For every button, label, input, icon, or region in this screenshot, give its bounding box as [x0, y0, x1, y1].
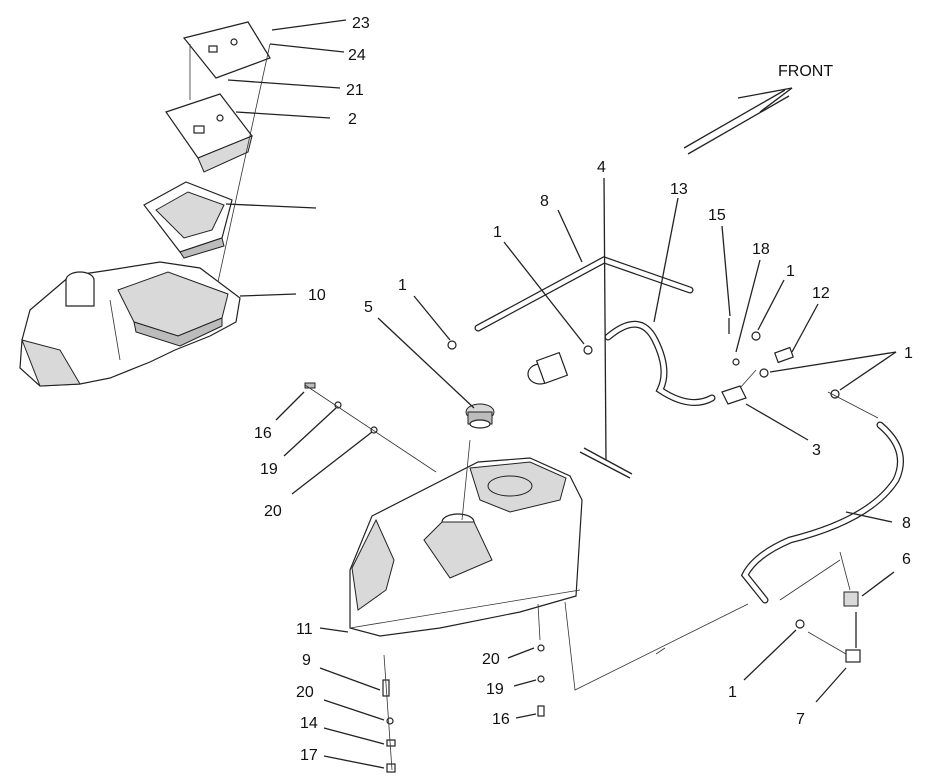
callout-24: 24	[348, 47, 366, 64]
callout-1-a: 1	[493, 224, 502, 241]
callout-2: 2	[348, 111, 357, 128]
panel-bracket	[165, 93, 253, 173]
callout-9: 9	[302, 652, 311, 669]
callout-10: 10	[308, 287, 326, 304]
clamp	[721, 385, 747, 405]
gauge-fitting	[843, 591, 861, 663]
hardware-center	[537, 644, 545, 717]
callout-5: 5	[364, 299, 373, 316]
callout-1-e: 1	[728, 684, 737, 701]
callout-20-left: 20	[264, 503, 282, 520]
tray	[143, 43, 271, 301]
callout-1-d: 1	[904, 345, 913, 362]
tee-fitting	[774, 346, 794, 364]
callout-12: 12	[812, 285, 830, 302]
front-arrow	[683, 87, 793, 155]
fuel-hose-8-lower	[740, 421, 904, 604]
callout-20-bottom: 20	[296, 684, 314, 701]
callout-21: 21	[346, 82, 364, 99]
callout-6: 6	[902, 551, 911, 568]
callout-15: 15	[708, 207, 726, 224]
callout-14: 14	[300, 715, 318, 732]
callout-1-c: 1	[786, 263, 795, 280]
hose-clamps	[447, 331, 840, 629]
callout-1-b: 1	[398, 277, 407, 294]
callout-4: 4	[597, 159, 606, 176]
main-fuel-tank	[349, 457, 583, 637]
upper-fuel-tank	[19, 261, 241, 387]
callout-11: 11	[296, 621, 313, 638]
callout-13: 13	[670, 181, 688, 198]
fuel-hose-13	[604, 320, 716, 406]
callout-17: 17	[300, 747, 318, 764]
callout-3: 3	[812, 442, 821, 459]
callout-19-left: 19	[260, 461, 278, 478]
callout-19-center: 19	[486, 681, 504, 698]
front-label: FRONT	[778, 63, 833, 80]
screw-15	[728, 318, 740, 366]
callout-16-left: 16	[254, 425, 272, 442]
centerlines	[304, 369, 879, 771]
callouts: 23 24 21 2 10 8 4 13 1 1 15 18 1 12 1 5 …	[254, 15, 913, 764]
fuel-hose-8-upper	[474, 256, 694, 332]
cable-tie	[579, 447, 633, 479]
callout-18: 18	[752, 241, 770, 258]
fuel-filter	[527, 351, 569, 385]
callout-23: 23	[352, 15, 370, 32]
cover-plate	[182, 21, 271, 100]
callout-7: 7	[796, 711, 805, 728]
callout-8-upper: 8	[540, 193, 549, 210]
callout-8-lower: 8	[902, 515, 911, 532]
fuel-cap	[465, 403, 495, 429]
callout-16-center: 16	[492, 711, 510, 728]
callout-20-center: 20	[482, 651, 500, 668]
leader-lines	[225, 19, 897, 769]
